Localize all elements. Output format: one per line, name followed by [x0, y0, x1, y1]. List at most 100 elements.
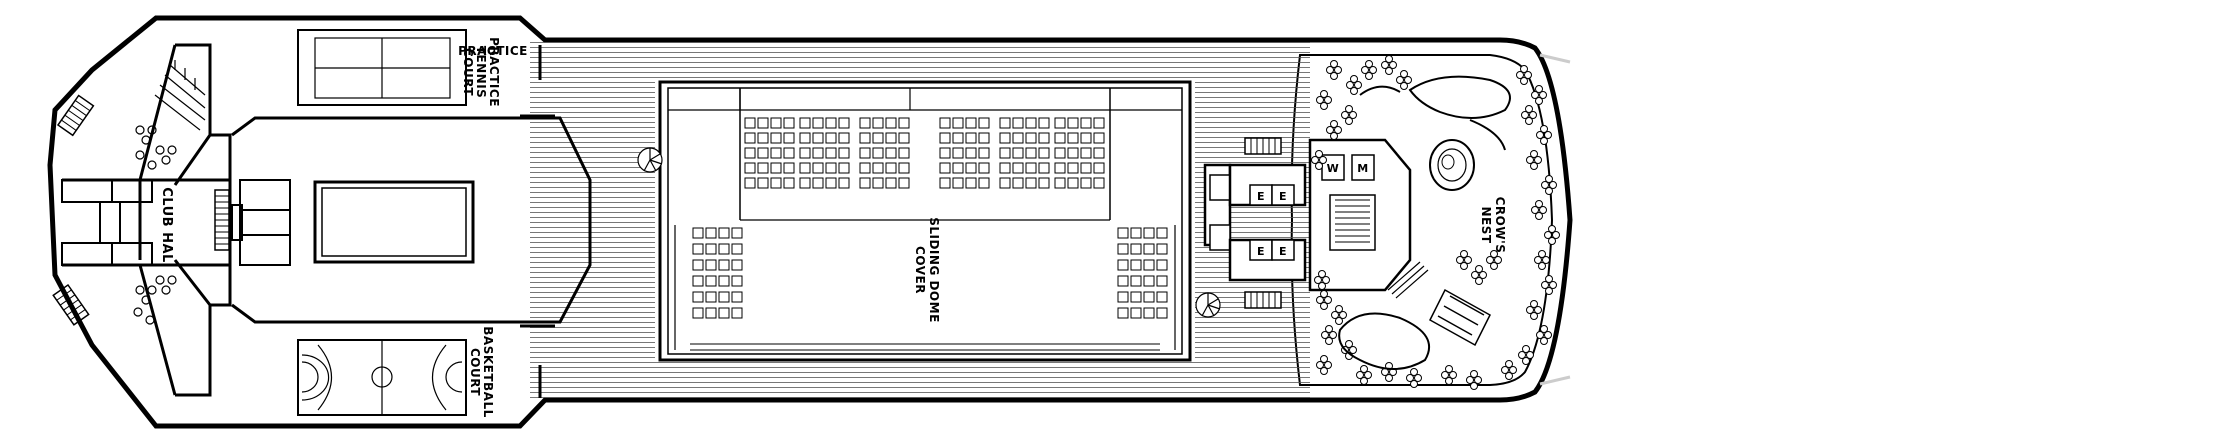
seat — [692, 227, 704, 239]
seat — [718, 307, 730, 319]
seat — [1130, 243, 1142, 255]
svg-text:BASKETBALL: BASKETBALL — [481, 326, 495, 417]
seat — [1093, 117, 1105, 129]
lounge-seat — [1552, 231, 1560, 239]
seat — [999, 132, 1011, 144]
seat — [999, 117, 1011, 129]
lounge-seat — [1364, 371, 1372, 379]
lounge-seat — [1522, 357, 1530, 365]
lounge-seat — [1356, 371, 1364, 379]
seat — [965, 177, 977, 189]
seat — [1156, 307, 1168, 319]
seat — [978, 117, 990, 129]
lounge-seat — [1354, 81, 1362, 89]
seat — [1117, 291, 1129, 303]
seat — [1012, 162, 1024, 174]
seat — [692, 243, 704, 255]
lounge-seat — [1314, 276, 1322, 284]
seat — [1038, 147, 1050, 159]
seat — [757, 147, 769, 159]
seat — [1117, 243, 1129, 255]
restroom-stairs — [1335, 199, 1370, 243]
practice-tennis-court — [297, 29, 467, 106]
lounge-seat — [1316, 361, 1324, 369]
lounge-seat — [1536, 331, 1544, 339]
seat — [872, 147, 884, 159]
seat — [898, 117, 910, 129]
seat — [1117, 227, 1129, 239]
lounge-seat — [1316, 296, 1324, 304]
seat — [872, 132, 884, 144]
seat — [1093, 162, 1105, 174]
lounge-seat — [1541, 281, 1549, 289]
lounge-seat — [1460, 262, 1468, 270]
seat — [885, 117, 897, 129]
lounge-seat — [1320, 102, 1328, 110]
elevator-label: E — [1257, 190, 1265, 203]
seat — [692, 259, 704, 271]
lounge-seat — [1320, 290, 1328, 298]
stern-corridor — [61, 178, 230, 267]
seat — [1054, 132, 1066, 144]
seat — [898, 132, 910, 144]
lounge-seat — [1530, 150, 1538, 158]
seat — [1143, 227, 1155, 239]
seat — [757, 132, 769, 144]
sliding-dome-frame — [658, 80, 1192, 362]
lounge-seat — [1526, 306, 1534, 314]
lounge-seat — [1320, 90, 1328, 98]
seat — [1117, 275, 1129, 287]
seat — [718, 259, 730, 271]
lounge-seat — [1520, 65, 1528, 73]
lounge-seat — [1542, 256, 1550, 264]
core-stairs-top — [1244, 137, 1282, 155]
lounge-seat — [1400, 82, 1408, 90]
seat — [939, 162, 951, 174]
seat — [1012, 177, 1024, 189]
seat — [770, 117, 782, 129]
crows-nest-seating — [1311, 55, 1560, 390]
seat — [978, 162, 990, 174]
seat — [939, 117, 951, 129]
seat — [1080, 177, 1092, 189]
seat — [885, 162, 897, 174]
lounge-seat — [1396, 76, 1404, 84]
seat — [838, 162, 850, 174]
lounge-seat — [1518, 351, 1526, 359]
seat — [731, 275, 743, 287]
svg-text:COURT: COURT — [461, 48, 475, 96]
seat — [1080, 162, 1092, 174]
lounge-seat — [1525, 117, 1533, 125]
svg-text:CROW'S: CROW'S — [1493, 197, 1507, 254]
seat — [1143, 291, 1155, 303]
lounge-seat — [1345, 340, 1353, 348]
lounge-seat — [1538, 262, 1546, 270]
lounge-seat — [1385, 67, 1393, 75]
seat — [952, 177, 964, 189]
lounge-seat — [1335, 317, 1343, 325]
seat — [1156, 291, 1168, 303]
lounge-seat — [1445, 365, 1453, 373]
lounge-seat — [1319, 156, 1327, 164]
lounge-seat — [1544, 331, 1552, 339]
club-hal-seating — [133, 125, 177, 325]
lounge-seat — [1414, 374, 1422, 382]
seat — [812, 117, 824, 129]
lounge-seat — [1548, 237, 1556, 245]
seat — [705, 275, 717, 287]
lounge-seat — [1549, 281, 1557, 289]
seat — [1012, 117, 1024, 129]
lounge-seat — [1324, 296, 1332, 304]
lounge-seat — [1475, 265, 1483, 273]
lounge-seat — [1470, 370, 1478, 378]
seat — [825, 147, 837, 159]
stern-inner-stairs — [214, 189, 230, 251]
seat — [1093, 177, 1105, 189]
crows-nest-buffet — [1429, 288, 1491, 347]
seat — [1130, 307, 1142, 319]
lounge-seat — [1410, 380, 1418, 388]
lounge-seat — [1540, 325, 1548, 333]
bow-rail-top — [1539, 53, 1571, 64]
lounge-seat — [1530, 300, 1538, 308]
seat — [718, 291, 730, 303]
